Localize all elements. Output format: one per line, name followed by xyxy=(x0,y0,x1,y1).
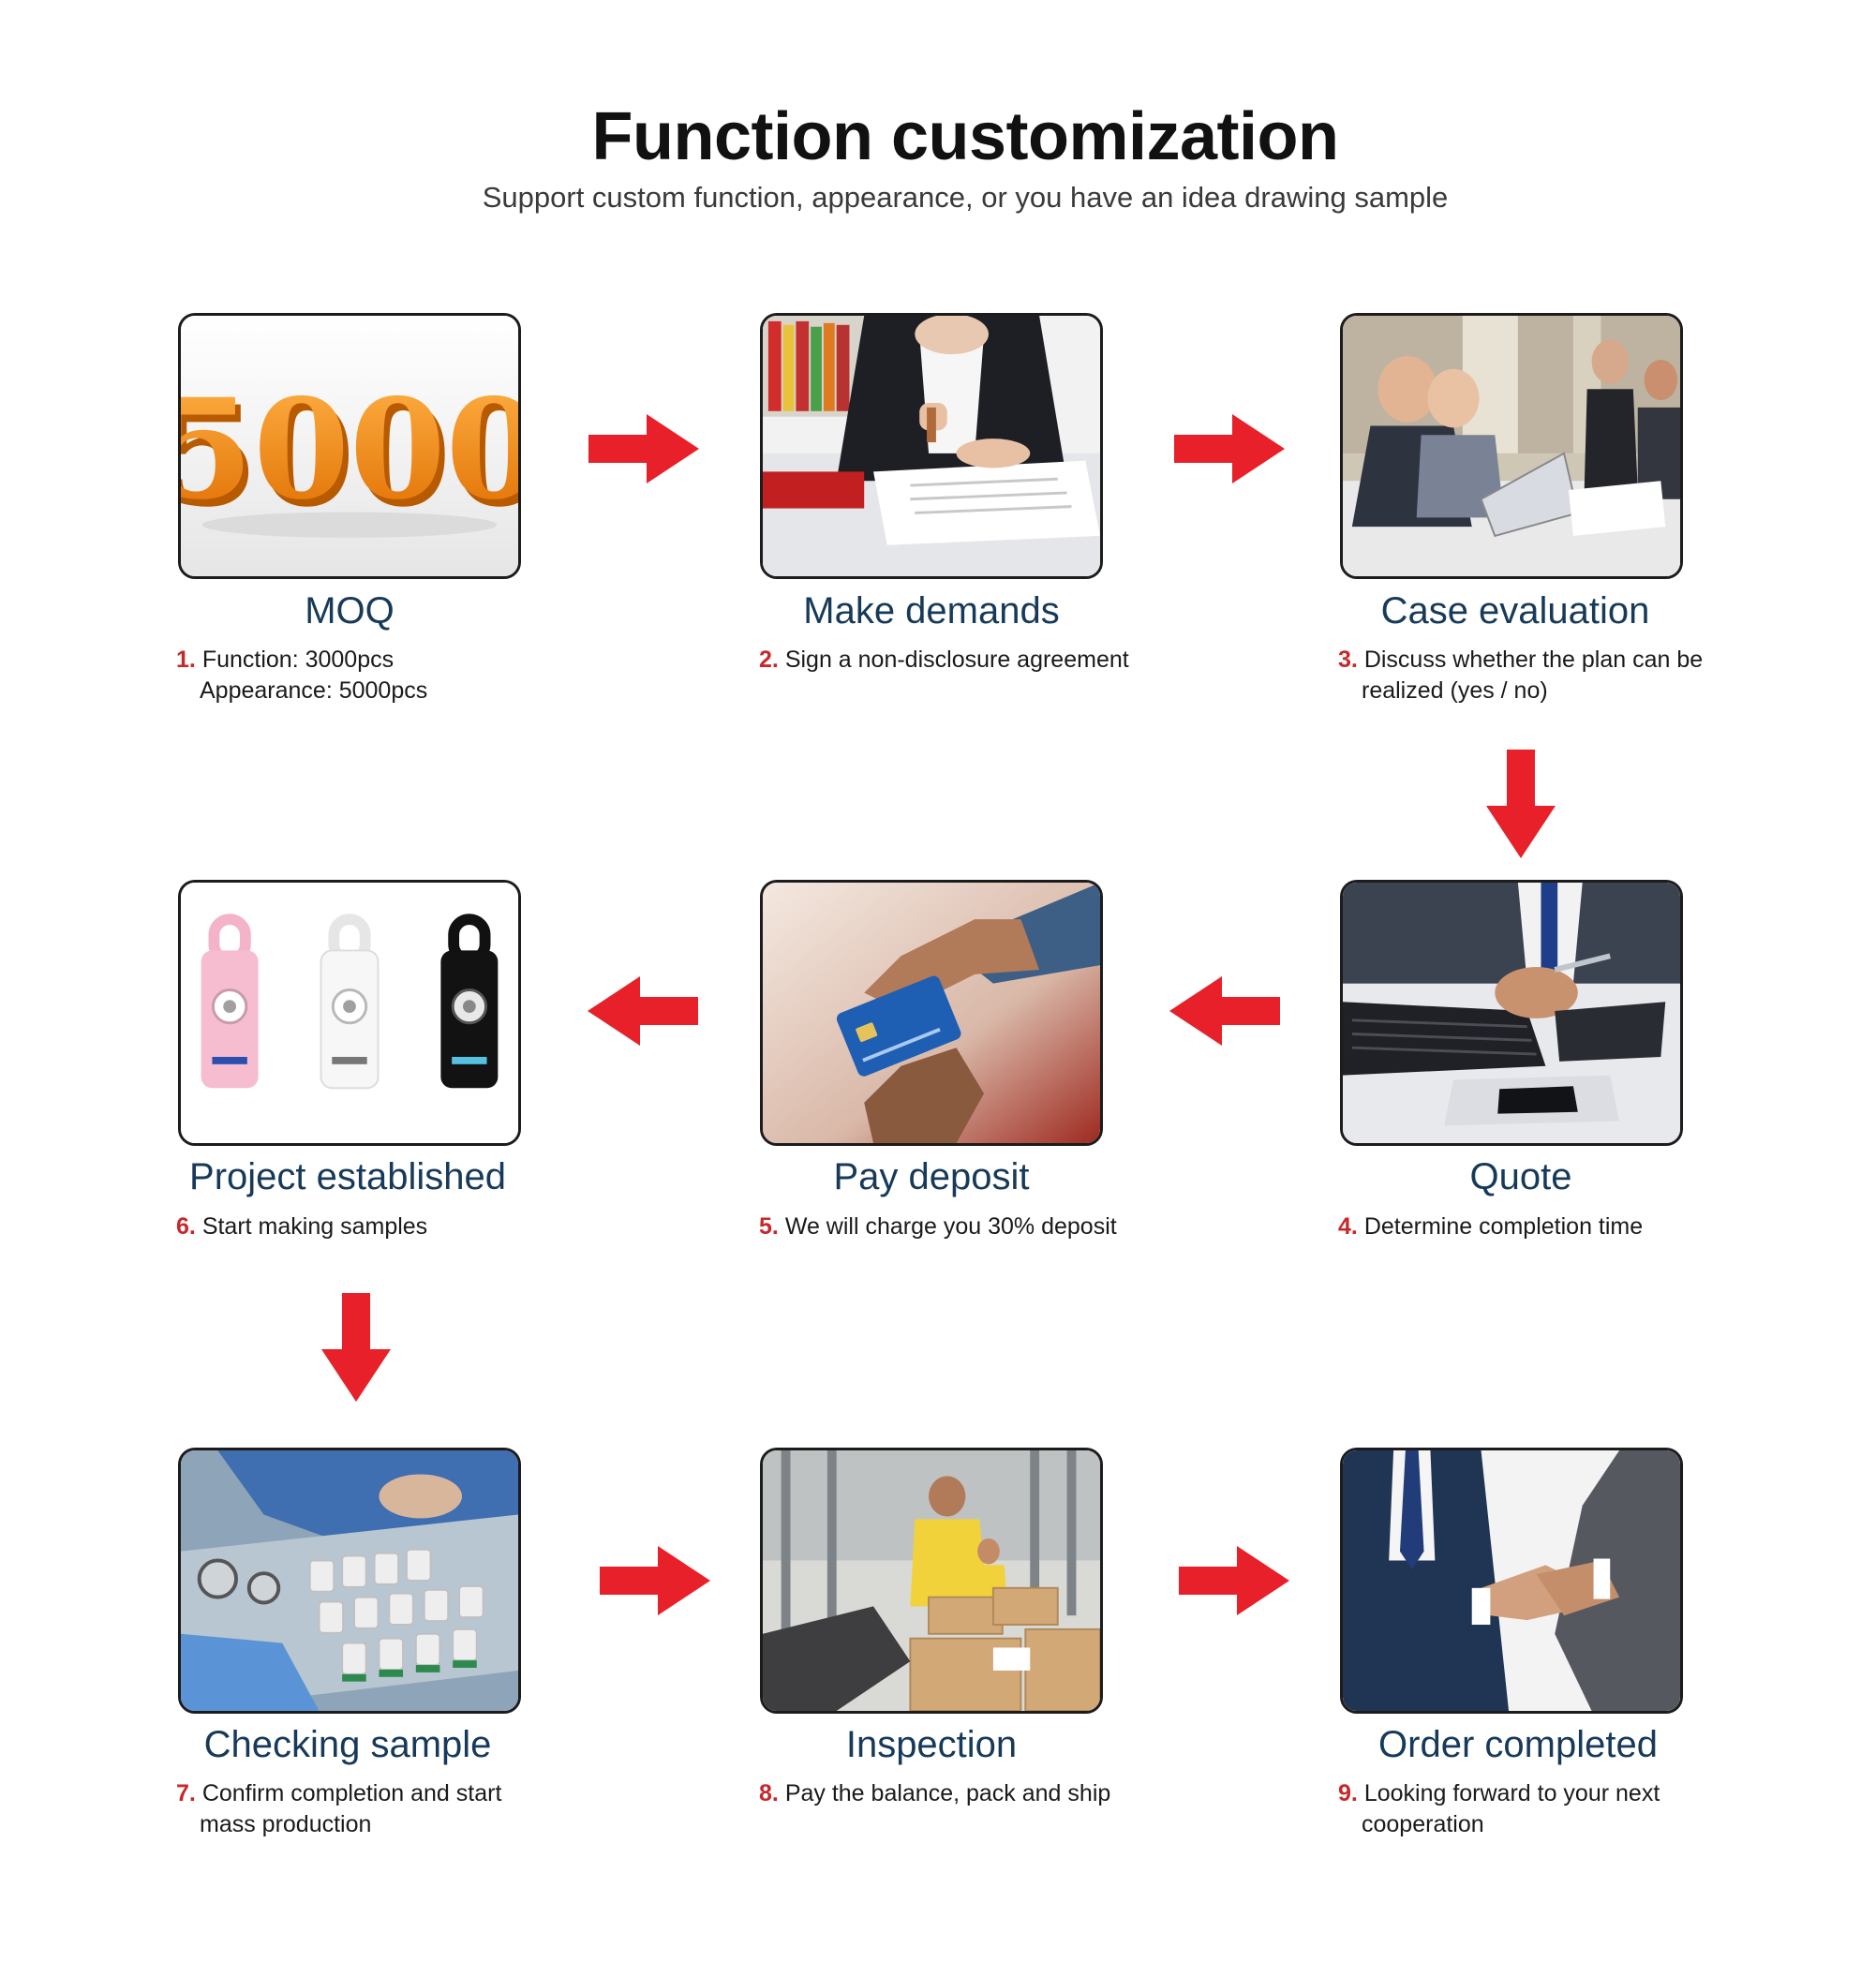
step-9-line1: Looking forward to your next xyxy=(1364,1780,1660,1806)
step-9-number: 9. xyxy=(1338,1780,1358,1806)
step-8-number: 8. xyxy=(759,1780,779,1806)
step-2-title: Make demands xyxy=(711,590,1152,632)
arrow-right-icon xyxy=(1179,1546,1289,1615)
step-3-number: 3. xyxy=(1338,647,1358,673)
step-1-number: 1. xyxy=(176,647,196,673)
page-subtitle: Support custom function, appearance, or … xyxy=(0,181,1876,215)
arrow-right-icon xyxy=(1174,414,1285,483)
step-9-image xyxy=(1340,1448,1683,1714)
step-2-image xyxy=(760,313,1103,579)
step-9-line2: cooperation xyxy=(1338,1809,1769,1840)
step-3-image xyxy=(1340,313,1683,579)
page-title: Function customization xyxy=(0,98,1876,175)
step-6-line1: Start making samples xyxy=(202,1213,427,1240)
step-3-line1: Discuss whether the plan can be xyxy=(1364,647,1703,673)
step-2-number: 2. xyxy=(759,647,779,673)
step-7-number: 7. xyxy=(176,1780,196,1806)
step-8-image xyxy=(760,1448,1103,1714)
step-5-number: 5. xyxy=(759,1213,779,1240)
moq-5000-text: 5000 xyxy=(181,368,518,530)
step-4-image xyxy=(1340,880,1683,1146)
step-9-title: Order completed xyxy=(1298,1724,1738,1766)
step-3-line2: realized (yes / no) xyxy=(1338,676,1769,706)
arrow-left-icon xyxy=(1169,976,1280,1046)
step-4-description: 4. Determine completion time xyxy=(1338,1211,1769,1242)
step-9-description: 9. Looking forward to your next cooperat… xyxy=(1338,1778,1769,1840)
step-6-image xyxy=(178,880,521,1146)
step-5-image xyxy=(760,880,1103,1146)
step-5-title: Pay deposit xyxy=(711,1156,1152,1198)
step-5-description: 5. We will charge you 30% deposit xyxy=(759,1211,1190,1242)
step-6-title: Project established xyxy=(127,1156,568,1198)
step-1-description: 1. Function: 3000pcs Appearance: 5000pcs xyxy=(176,645,607,706)
arrow-right-icon xyxy=(600,1546,710,1615)
step-8-line1: Pay the balance, pack and ship xyxy=(785,1780,1110,1806)
step-6-description: 6. Start making samples xyxy=(176,1211,607,1242)
arrow-right-icon xyxy=(588,414,699,483)
step-7-line1: Confirm completion and start xyxy=(202,1780,502,1806)
step-3-description: 3. Discuss whether the plan can be reali… xyxy=(1338,645,1769,706)
step-7-line2: mass production xyxy=(176,1809,607,1840)
arrow-down-icon xyxy=(1486,750,1556,858)
step-7-title: Checking sample xyxy=(127,1724,568,1766)
step-2-description: 2. Sign a non-disclosure agreement xyxy=(759,645,1190,676)
step-1-line1: Function: 3000pcs xyxy=(202,647,394,673)
step-4-number: 4. xyxy=(1338,1213,1358,1240)
step-1-image: 5000 5000 xyxy=(178,313,521,579)
step-4-line1: Determine completion time xyxy=(1364,1213,1643,1240)
step-8-title: Inspection xyxy=(711,1724,1152,1766)
step-4-title: Quote xyxy=(1301,1156,1741,1198)
arrow-down-icon xyxy=(321,1293,391,1402)
step-6-number: 6. xyxy=(176,1213,196,1240)
arrow-left-icon xyxy=(588,976,698,1046)
step-8-description: 8. Pay the balance, pack and ship xyxy=(759,1778,1190,1809)
step-1-line2: Appearance: 5000pcs xyxy=(176,676,607,706)
step-1-title: MOQ xyxy=(129,590,570,632)
step-3-title: Case evaluation xyxy=(1295,590,1735,632)
step-2-line1: Sign a non-disclosure agreement xyxy=(785,647,1129,673)
step-7-description: 7. Confirm completion and start mass pro… xyxy=(176,1778,607,1840)
step-7-image xyxy=(178,1448,521,1714)
step-5-line1: We will charge you 30% deposit xyxy=(785,1213,1117,1240)
